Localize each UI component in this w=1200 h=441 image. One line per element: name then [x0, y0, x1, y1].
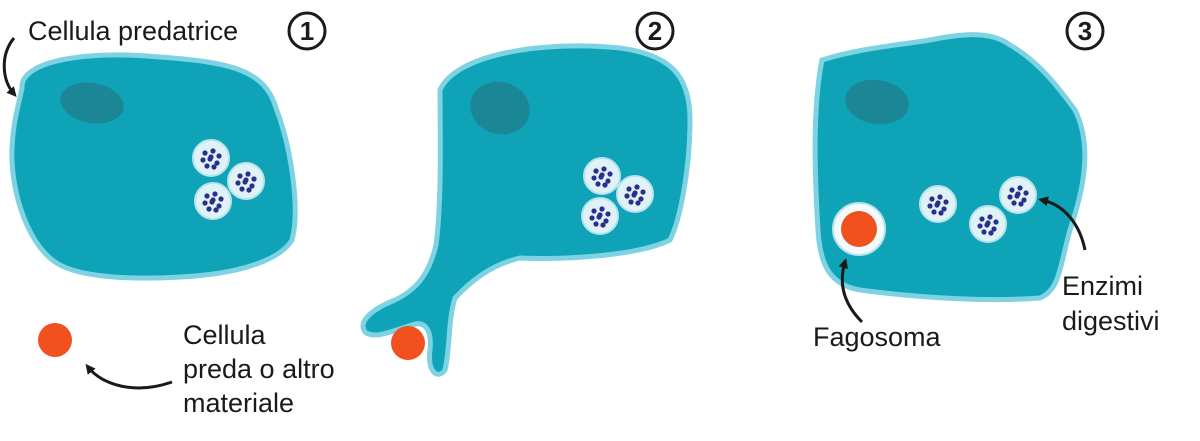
step-badge-1: 1 [287, 11, 327, 51]
label-prey-line1: Cellula [183, 320, 267, 350]
step-badge-2: 2 [635, 11, 675, 51]
label-enzymes-line2: digestivi [1062, 306, 1160, 336]
enzyme-vesicles-3 [919, 176, 1037, 243]
arrow-to-phagosome [838, 258, 864, 324]
label-predator-cell: Cellula predatrice [28, 16, 238, 46]
arrow-to-enzymes [1038, 196, 1087, 251]
nucleus-1 [60, 82, 124, 124]
enzyme-vesicle [227, 162, 265, 200]
stage-1: 1 Cellula predatrice Cellula preda o alt… [2, 11, 335, 418]
nucleus-3 [845, 79, 909, 125]
phagosome [832, 202, 886, 256]
label-enzymes-line1: Enzimi [1062, 271, 1143, 301]
enzyme-vesicle [969, 205, 1007, 243]
prey-cell-1 [38, 323, 72, 357]
enzyme-vesicle [194, 182, 232, 220]
label-prey-line3: materiale [183, 388, 294, 418]
enzyme-vesicle [192, 139, 230, 177]
enzyme-vesicles-2 [581, 157, 654, 235]
arrow-to-predator-1 [2, 37, 17, 98]
prey-cell-2 [391, 326, 425, 360]
enzyme-vesicle [583, 157, 621, 195]
stage-3: 3 Fagosoma Enzimi digestivi [812, 11, 1160, 352]
enzyme-vesicle [919, 185, 957, 223]
step-number-2: 2 [648, 16, 662, 46]
step-number-3: 3 [1078, 16, 1092, 46]
stage-2: 2 [360, 11, 693, 377]
arrow-to-prey-1 [85, 363, 173, 390]
step-badge-3: 3 [1065, 11, 1105, 51]
enzyme-vesicle [999, 176, 1037, 214]
predator-cell-3 [812, 32, 1088, 303]
enzyme-vesicle [616, 175, 654, 213]
nucleus-2 [470, 81, 530, 135]
label-phagosome: Fagosoma [813, 322, 942, 352]
predator-cell-2 [360, 43, 693, 377]
step-number-1: 1 [300, 16, 314, 46]
enzyme-vesicle [581, 197, 619, 235]
enzyme-vesicles-1 [192, 139, 265, 220]
label-prey-line2: preda o altro [183, 354, 335, 384]
